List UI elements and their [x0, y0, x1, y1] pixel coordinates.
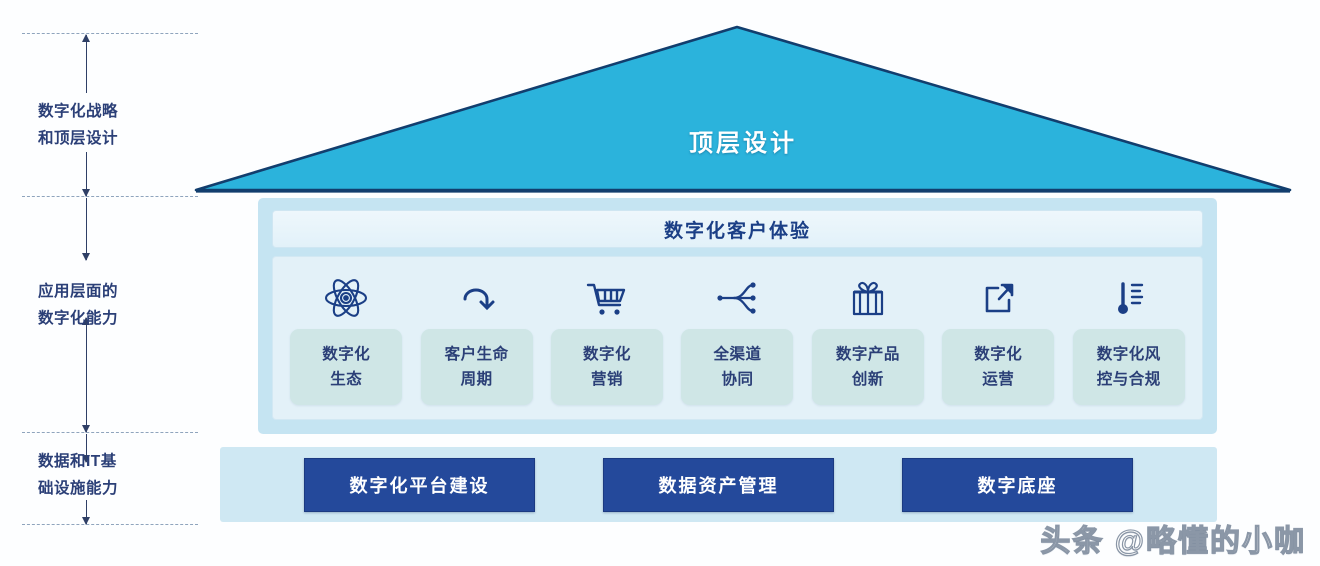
capability-cell: 数字产品 创新 [803, 329, 933, 405]
capability-label-line1: 数字产品 [835, 346, 900, 363]
divider-bottom [22, 524, 198, 525]
capability-label-line1: 数字化 [974, 346, 1023, 363]
foundation-box-platform[interactable]: 数字化平台建设 [304, 457, 535, 512]
atom-icon [281, 269, 411, 327]
axis-label-application-line1: 应用层面的 [38, 283, 119, 300]
axis-label-data: 数据和IT基 础设施能力 [38, 448, 158, 502]
capability-label-line2: 协同 [721, 371, 754, 388]
axis-label-strategy-line1: 数字化战略 [38, 103, 119, 120]
capability-label-line2: 生态 [330, 371, 363, 388]
capability-label-line2: 运营 [982, 371, 1015, 388]
capability-cell: 数字化风 控与合规 [1064, 329, 1194, 405]
capability-cell: 数字化 生态 [281, 329, 411, 405]
capability-box-row: 数字化 生态 客户生命 周期 [281, 327, 1194, 409]
axis-label-application-line2: 数字化能力 [38, 310, 119, 327]
capability-box-omnichannel[interactable]: 全渠道 协同 [681, 329, 794, 405]
capability-label-line1: 数字化 [583, 346, 632, 363]
capability-label-line1: 数字化 [322, 346, 371, 363]
capability-label-line2: 控与合规 [1096, 371, 1161, 388]
share-branch-icon [672, 269, 802, 327]
thermometer-icon [1064, 269, 1194, 327]
capability-label-line1: 数字化风 [1096, 346, 1161, 363]
capability-area: 数字化 生态 客户生命 周期 [272, 256, 1203, 420]
axis-label-application: 应用层面的 数字化能力 [38, 278, 158, 332]
application-panel: 数字化客户体验 [258, 198, 1217, 434]
capability-cell: 数字化 营销 [542, 329, 672, 405]
capability-label-line1: 客户生命 [444, 346, 509, 363]
foundation-row: 数字化平台建设 数据资产管理 数字底座 [220, 447, 1217, 522]
capability-box-digital-operations[interactable]: 数字化 运营 [942, 329, 1055, 405]
capability-box-risk-compliance[interactable]: 数字化风 控与合规 [1072, 329, 1185, 405]
gift-icon [803, 269, 933, 327]
capability-label-line2: 创新 [851, 371, 884, 388]
digital-customer-experience-label: 数字化客户体验 [663, 220, 811, 242]
divider-top [22, 33, 198, 34]
capability-cell: 数字化 运营 [933, 329, 1063, 405]
capability-box-digital-ecosystem[interactable]: 数字化 生态 [290, 329, 403, 405]
axis-label-data-line1: 数据和IT基 [38, 453, 117, 470]
foundation-band: 数字化平台建设 数据资产管理 数字底座 [220, 447, 1217, 522]
roof-triangle: 顶层设计 [186, 20, 1296, 200]
capability-label-line1: 全渠道 [713, 346, 762, 363]
divider-application-data [22, 432, 198, 433]
capability-label-line2: 周期 [460, 371, 493, 388]
foundation-box-digital-base[interactable]: 数字底座 [902, 457, 1133, 512]
capability-cell: 全渠道 协同 [672, 329, 802, 405]
capability-box-customer-lifecycle[interactable]: 客户生命 周期 [420, 329, 533, 405]
foundation-box-data-asset[interactable]: 数据资产管理 [603, 457, 834, 512]
axis-label-strategy-line2: 和顶层设计 [38, 130, 119, 147]
external-link-icon [933, 269, 1063, 327]
shopping-cart-icon [542, 269, 672, 327]
divider-strategy-application [22, 196, 198, 197]
axis-label-data-line2: 础设施能力 [38, 480, 119, 497]
digital-customer-experience-bar: 数字化客户体验 [272, 210, 1203, 248]
watermark: 头条 @略懂的小咖 [1040, 524, 1306, 558]
capability-cell: 客户生命 周期 [411, 329, 541, 405]
axis-label-strategy: 数字化战略 和顶层设计 [38, 98, 158, 152]
capability-box-product-innovation[interactable]: 数字产品 创新 [811, 329, 924, 405]
capability-icon-row [281, 269, 1194, 327]
capability-box-digital-marketing[interactable]: 数字化 营销 [551, 329, 664, 405]
loop-arrow-icon [411, 269, 541, 327]
capability-label-line2: 营销 [591, 371, 624, 388]
